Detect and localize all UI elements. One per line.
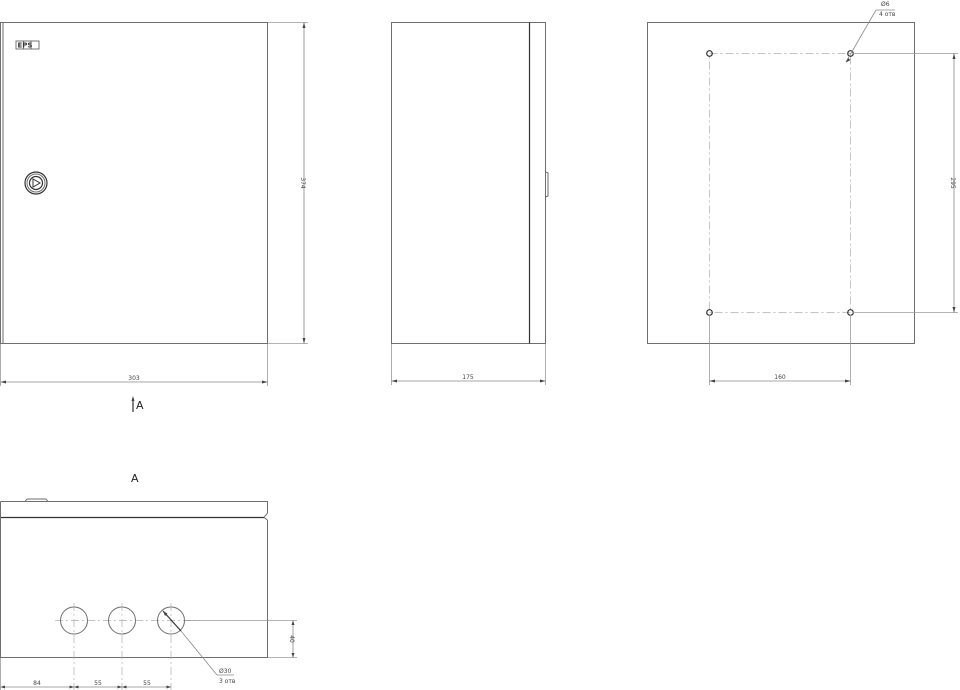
mounting-hole-pattern <box>709 53 851 313</box>
bottom-view-a: A Ø30 3 отв <box>0 472 297 690</box>
back-vertical-dimension: 295 <box>853 53 958 313</box>
bottom-body-outline <box>0 501 268 658</box>
dim-text-gland-height: 40 <box>288 635 295 643</box>
dim-text-height: 374 <box>299 177 306 189</box>
front-height-dimension: 374 <box>268 22 308 344</box>
side-handle <box>545 171 549 198</box>
gland-count-text: 3 отв <box>219 678 236 685</box>
front-door-outline <box>0 22 268 344</box>
gland-height-dimension: 40 <box>185 620 297 658</box>
side-depth-dimension: 175 <box>391 344 546 385</box>
side-view: 175 <box>391 22 549 385</box>
gland-horizontal-dimensions: 84 55 55 <box>0 658 171 690</box>
lock-play-icon <box>24 171 48 195</box>
brand-logo: EPS <box>15 40 40 50</box>
gland-hole-3 <box>157 603 185 690</box>
dim-text-first-offset: 84 <box>33 680 41 687</box>
dim-text-hole-horizontal: 160 <box>774 374 786 381</box>
gland-hole-1 <box>60 603 88 690</box>
back-panel-outline <box>647 22 915 344</box>
dim-text-depth: 175 <box>462 374 474 381</box>
hole-count-text: 4 отв <box>879 11 896 18</box>
view-arrow-label: A <box>136 399 144 412</box>
hole-diameter-text: Ø6 <box>881 1 890 8</box>
back-horizontal-dimension: 160 <box>709 315 851 385</box>
bottom-door-strip <box>0 501 268 521</box>
bottom-handle <box>24 498 49 502</box>
view-arrow-a: A <box>131 396 144 412</box>
hole-callout: Ø6 4 отв <box>845 1 896 63</box>
dim-text-spacing-2: 55 <box>143 680 151 687</box>
gland-hole-2 <box>108 603 136 690</box>
dim-text-spacing-1: 55 <box>94 680 102 687</box>
bottom-view-title: A <box>131 472 139 485</box>
side-body-outline <box>391 22 546 344</box>
gland-callout: Ø30 3 отв <box>162 610 236 685</box>
front-width-dimension: 303 <box>0 344 268 386</box>
dim-text-hole-vertical: 295 <box>949 177 956 189</box>
dim-text-width: 303 <box>128 375 140 382</box>
front-view: EPS 374 303 <box>0 22 308 412</box>
logo-text: EPS <box>18 42 33 50</box>
mounting-hole-tl <box>706 50 713 57</box>
back-view: Ø6 4 отв 295 160 <box>647 1 958 385</box>
gland-diameter-text: Ø30 <box>219 668 232 675</box>
